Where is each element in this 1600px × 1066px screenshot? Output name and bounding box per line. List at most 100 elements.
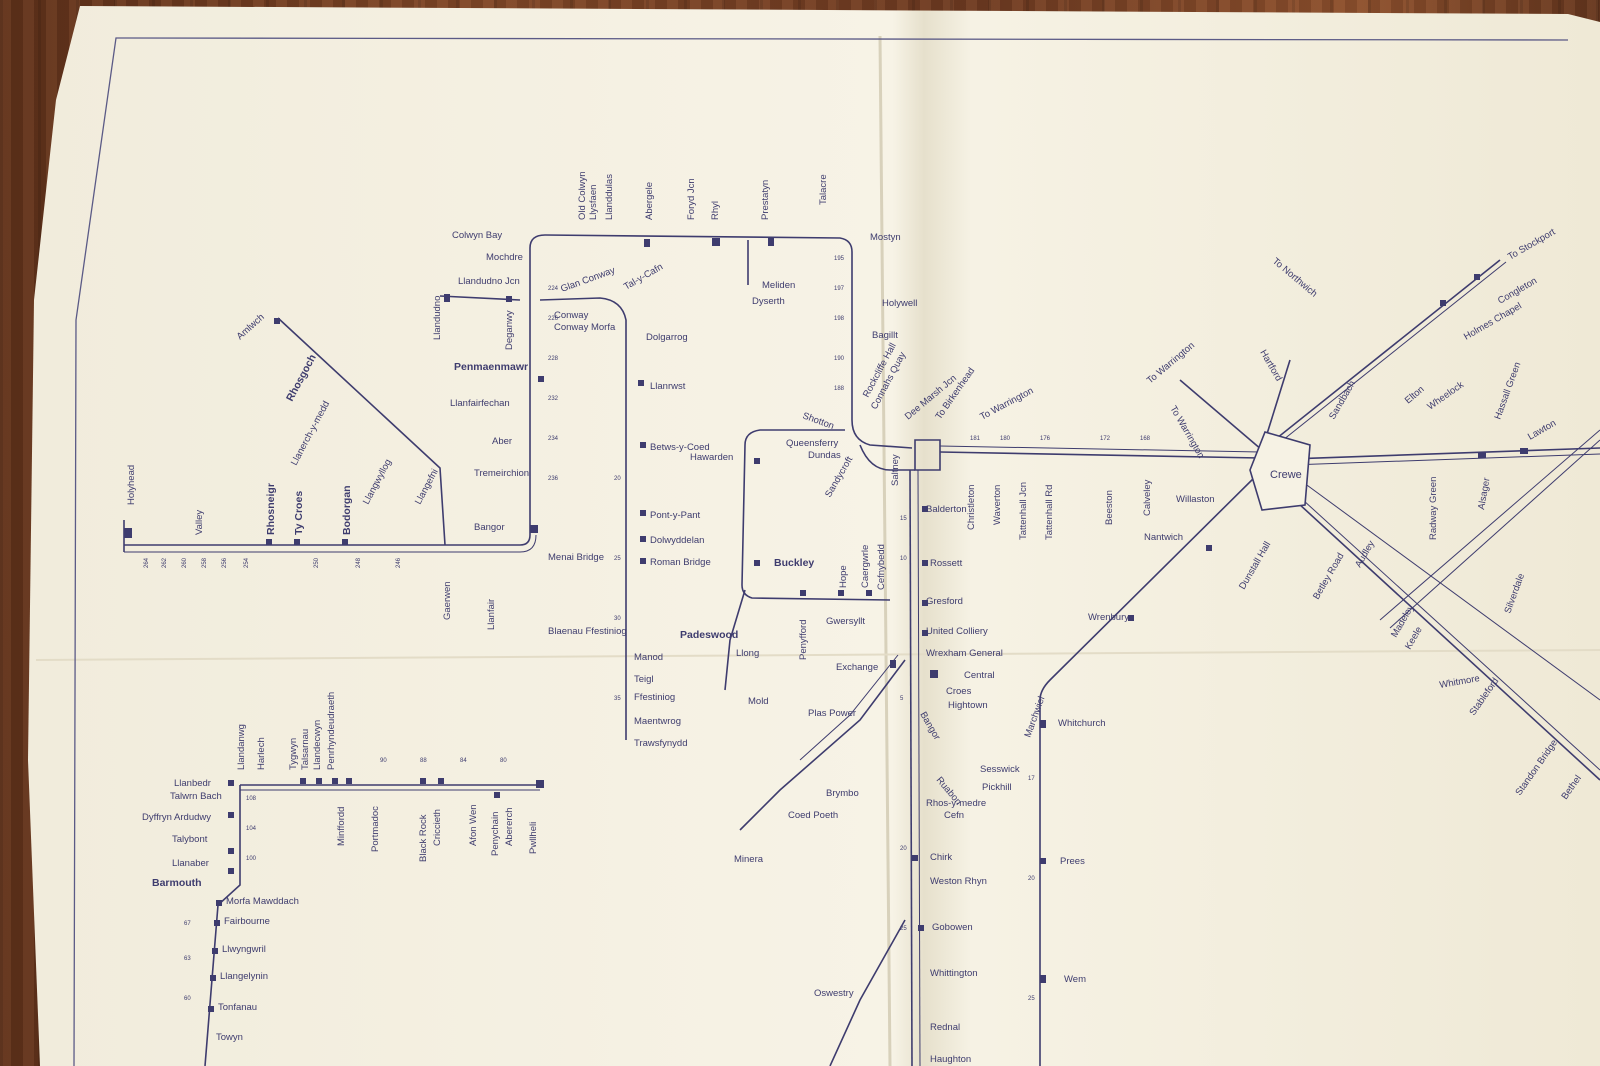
svg-text:90: 90 — [380, 758, 387, 764]
label-talsarnau: Talsarnau — [300, 729, 311, 770]
label-criccieth: Criccieth — [432, 809, 443, 846]
label-sesswick: Sesswick — [980, 764, 1020, 775]
label-llwyngwril: Llwyngwril — [222, 944, 266, 955]
label-plas-power: Plas Power — [808, 708, 856, 719]
svg-text:234: 234 — [548, 436, 559, 442]
svg-text:236: 236 — [548, 476, 559, 482]
label-tattenhall-jcn: Tattenhall Jcn — [1018, 482, 1029, 540]
label-dolgarrog: Dolgarrog — [646, 332, 688, 343]
label-teigl: Teigl — [634, 674, 654, 685]
label-old-colwyn: Old Colwyn — [577, 171, 588, 220]
label-hightown: Hightown — [948, 700, 988, 711]
label-cefn: Cefn — [944, 810, 964, 821]
label-pickhill: Pickhill — [982, 782, 1012, 793]
svg-text:232: 232 — [548, 396, 559, 402]
svg-text:188: 188 — [834, 386, 845, 392]
svg-text:104: 104 — [246, 826, 257, 832]
label-willaston: Willaston — [1176, 494, 1215, 505]
label-talwrn-bach: Talwrn Bach — [170, 791, 222, 802]
label-llanfairfechan: Llanfairfechan — [450, 398, 510, 409]
svg-text:35: 35 — [614, 696, 621, 702]
label-ffestiniog: Ffestiniog — [634, 692, 675, 703]
svg-text:20: 20 — [1028, 876, 1035, 882]
label-penmaenmawr: Penmaenmawr — [454, 361, 528, 373]
label-conway-morfa: Conway Morfa — [554, 322, 616, 333]
horizontal-fold — [35, 649, 1600, 661]
label-united-colliery: United Colliery — [926, 626, 988, 637]
label-penychain: Penychain — [490, 812, 501, 856]
svg-text:168: 168 — [1140, 436, 1151, 442]
label-exchange: Exchange — [836, 662, 878, 673]
svg-text:198: 198 — [834, 316, 845, 322]
label-llandecwyn: Llandecwyn — [312, 720, 323, 770]
label-rossett: Rossett — [930, 558, 963, 569]
svg-text:264: 264 — [144, 557, 150, 568]
svg-text:80: 80 — [500, 758, 507, 764]
label-prees: Prees — [1060, 856, 1085, 867]
svg-text:108: 108 — [246, 796, 257, 802]
label-aber: Aber — [492, 436, 512, 447]
map-border — [73, 37, 1569, 1066]
label-rhosneigr: Rhosneigr — [265, 483, 277, 535]
svg-text:180: 180 — [1000, 436, 1011, 442]
label-llanfair: Llanfair — [486, 599, 497, 630]
label-dundas: Dundas — [808, 450, 841, 461]
label-queensferry: Queensferry — [786, 438, 839, 449]
label-conway: Conway — [554, 310, 589, 321]
svg-text:60: 60 — [184, 996, 191, 1002]
crewe-junction — [1249, 431, 1311, 511]
label-crewe: Crewe — [1270, 469, 1302, 481]
svg-text:100: 100 — [246, 856, 257, 862]
label-christleton: Christleton — [966, 485, 977, 530]
label-abergele: Abergele — [644, 182, 655, 220]
label-fairbourne: Fairbourne — [224, 916, 270, 927]
svg-text:25: 25 — [900, 926, 907, 932]
label-waverton: Waverton — [992, 485, 1003, 525]
label-minera: Minera — [734, 854, 764, 865]
label-cefnybedd: Cefnybedd — [876, 544, 887, 590]
label-weston-rhyn: Weston Rhyn — [930, 876, 987, 887]
label-afon-wen: Afon Wen — [468, 804, 479, 846]
label-mochdre: Mochdre — [486, 252, 523, 263]
svg-text:30: 30 — [614, 616, 621, 622]
label-radway-green: Radway Green — [1428, 477, 1439, 540]
label-whitchurch: Whitchurch — [1058, 718, 1106, 729]
label-wem: Wem — [1064, 974, 1086, 985]
svg-text:260: 260 — [182, 557, 188, 568]
label-menai-bridge: Menai Bridge — [548, 552, 604, 563]
svg-text:195: 195 — [834, 256, 845, 262]
svg-text:20: 20 — [614, 476, 621, 482]
label-roman-bridge: Roman Bridge — [650, 557, 711, 568]
label-bagillt: Bagillt — [872, 330, 898, 341]
label-colwyn-bay: Colwyn Bay — [452, 230, 502, 241]
svg-text:190: 190 — [834, 356, 845, 362]
label-caergwrle: Caergwrle — [860, 545, 871, 588]
svg-text:256: 256 — [222, 557, 228, 568]
label-llanaber: Llanaber — [172, 858, 209, 869]
label-llandudno-jcn: Llandudno Jcn — [458, 276, 520, 287]
label-black-rock: Black Rock — [418, 814, 429, 862]
label-llanddulas: Llanddulas — [604, 174, 615, 220]
label-mostyn: Mostyn — [870, 232, 901, 243]
paper-sheet — [28, 6, 1600, 1066]
svg-text:17: 17 — [1028, 776, 1035, 782]
label-morfa-mawddach: Morfa Mawddach — [226, 896, 299, 907]
svg-text:228: 228 — [548, 356, 559, 362]
label-brymbo: Brymbo — [826, 788, 859, 799]
svg-text:25: 25 — [614, 556, 621, 562]
label-meliden: Meliden — [762, 280, 795, 291]
label-valley: Valley — [194, 510, 205, 535]
label-llanbedr: Llanbedr — [174, 778, 211, 789]
label-rednal: Rednal — [930, 1022, 960, 1033]
label-saltney: Saltney — [890, 454, 901, 486]
label-hope: Hope — [838, 565, 849, 588]
svg-text:258: 258 — [202, 557, 208, 568]
svg-text:84: 84 — [460, 758, 467, 764]
label-hawarden: Hawarden — [690, 452, 733, 463]
svg-text:197: 197 — [834, 286, 845, 292]
label-betws-y-coed: Betws-y-Coed — [650, 442, 710, 453]
svg-text:63: 63 — [184, 956, 191, 962]
label-rhyl: Rhyl — [710, 201, 721, 220]
